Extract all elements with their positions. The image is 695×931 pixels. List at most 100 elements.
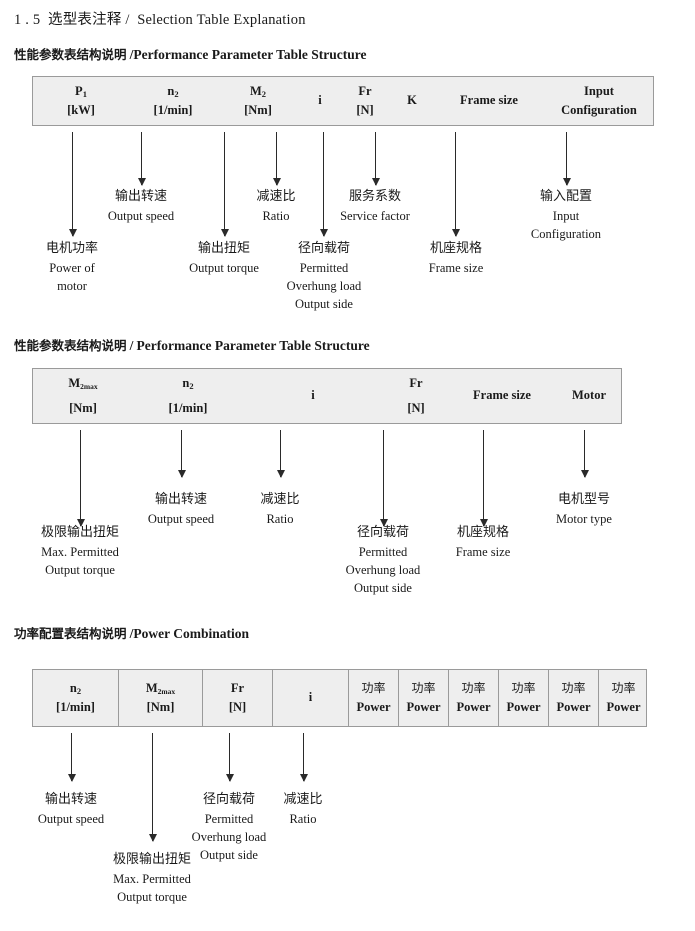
header-cell-n2: n2 [1/min] [133,369,243,423]
header-label-cn: 功率 [361,681,386,696]
section-title-cn: 性能参数表结构说明 [14,47,127,62]
header-cell-m2max: M2max [Nm] [119,670,203,726]
section-title-separator: / [129,47,134,62]
header-label-cn: 功率 [511,681,536,696]
arrow-to-frame-size [479,430,488,527]
annotation-overhung-load: 径向载荷 Permitted Overhung load Output side [345,525,421,596]
header-unit: [Nm] [244,103,272,117]
header-symbol: Motor [571,388,606,403]
header-symbol: Fr [409,375,423,390]
annotation-ratio: 减速比 Ratio [283,792,323,826]
header-cell-fr: Fr [N] [341,77,389,125]
header-cell-input-configuration: Input Configuration [543,77,655,125]
header-symbol: n [182,375,190,390]
annotation-frame-size: 机座规格 Frame size [428,241,484,275]
annotation-ratio: 减速比 Ratio [256,189,296,223]
header-symbol: i [308,690,313,705]
header-subscript: 2 [174,88,179,99]
header-label-en: Power [406,699,441,714]
arrow-to-ratio [299,733,308,782]
header-cell-fr: Fr [N] [383,369,449,423]
header-cell-i: i [299,77,341,125]
header-cell-frame-size: Frame size [435,77,543,125]
annotation-output-speed: 输出转速 Output speed [37,792,105,826]
header-label-en: Power [356,699,391,714]
arrow-to-input-config [562,132,571,186]
arrow-to-output-speed [137,132,146,186]
header-cell-frame-size: Frame size [449,369,555,423]
header-label-en: Power [456,699,491,714]
header-symbol: n [69,680,77,695]
header-label-cn: 功率 [611,681,636,696]
annotation-output-speed: 输出转速 Output speed [107,189,175,223]
header-label-cn: 功率 [561,681,586,696]
header-symbol: Frame size [473,388,531,403]
section-title-en: Performance Parameter Table Structure [133,47,367,62]
section-title-separator: / [129,626,134,641]
header-cell-i: i [243,369,383,423]
performance-parameter-table-2: M2max [Nm] n2 [1/min] i Fr [N] Frame siz… [32,368,622,424]
header-subscript: 2 [261,88,267,99]
header-symbol: Fr [358,83,372,98]
header-cell-power-5: 功率 Power [549,670,599,726]
section-title-cn: 功率配置表结构说明 [14,626,127,641]
header-cell-power-6: 功率 Power [599,670,648,726]
header-cell-p1: P1 [kW] [33,77,129,125]
arrow-to-ratio [272,132,281,186]
arrow-to-overhung-load [319,132,328,237]
header-symbol: M [249,83,262,98]
header-unit: [kW] [67,103,95,117]
page-title: 1 . 5 选型表注释 / Selection Table Explanatio… [14,8,306,29]
header-cell-m2: M2 [Nm] [217,77,299,125]
arrow-to-motor-type [580,430,589,478]
header-subscript: 2max [157,686,176,696]
arrow-to-output-torque [220,132,229,237]
header-label-en: Power [556,699,591,714]
header-label-cn: 功率 [461,681,486,696]
header-unit: [N] [407,401,425,415]
annotation-frame-size: 机座规格 Frame size [455,525,511,559]
annotation-output-speed: 输出转速 Output speed [147,492,215,526]
header-unit: [N] [356,103,374,117]
arrow-to-output-speed [67,733,76,782]
power-combination-table: n2 [1/min] M2max [Nm] Fr [N] i 功率 Power … [32,669,647,727]
header-cell-fr: Fr [N] [203,670,273,726]
header-label-en: Power [606,699,641,714]
arrow-to-ratio [276,430,285,478]
annotation-overhung-load: 径向载荷 Permitted Overhung load Output side [191,792,267,863]
header-symbol: Input [584,83,614,98]
header-cell-motor: Motor [555,369,623,423]
header-symbol: M [68,375,81,390]
header-unit: [1/min] [56,700,95,714]
section-title-power-combination: 功率配置表结构说明 /Power Combination [14,623,249,642]
header-symbol: i [311,388,315,403]
annotation-motor-type: 电机型号 Motor type [556,492,612,526]
section-title-en: Performance Parameter Table Structure [136,338,370,353]
section-title-en: Power Combination [133,626,250,641]
arrow-to-overhung-load [379,430,388,527]
header-symbol: M [145,680,158,695]
header-cell-n2: n2 [1/min] [33,670,119,726]
header-symbol: Fr [230,680,245,695]
header-symbol: i [318,93,322,108]
annotation-output-torque: 输出扭矩 Output torque [189,241,259,275]
arrow-to-service-factor [371,132,380,186]
header-cell-power-2: 功率 Power [399,670,449,726]
header-subscript: 2max [80,381,98,391]
arrow-to-max-permitted-output-torque [148,733,157,842]
header-label-cn: 功率 [411,681,436,696]
header-symbol: K [407,93,417,108]
page-title-cn: 选型表注释 [48,12,122,28]
header-cell-power-1: 功率 Power [349,670,399,726]
header-cell-i: i [273,670,349,726]
section-title-cn: 性能参数表结构说明 [14,338,127,353]
header-unit: [1/min] [153,103,193,117]
header-symbol: Frame size [460,93,518,108]
annotation-ratio: 减速比 Ratio [260,492,300,526]
arrow-to-output-speed [177,430,186,478]
header-subscript: 2 [189,380,194,391]
section-title-separator: / [129,338,134,353]
section-title-performance-1: 性能参数表结构说明 /Performance Parameter Table S… [14,44,366,63]
annotation-power-of-motor: 电机功率 Power of motor [45,241,98,293]
